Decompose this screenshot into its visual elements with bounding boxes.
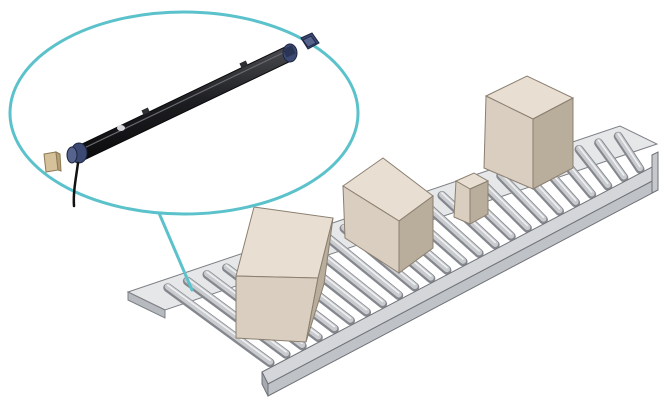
conveyor-front-rail xyxy=(261,151,659,397)
sensor-end-cap-right xyxy=(282,43,298,63)
conveyor-roller xyxy=(321,231,402,298)
conveyor-roller xyxy=(478,178,531,231)
conveyor-roller-highlight xyxy=(323,231,400,294)
conveyor-roller xyxy=(615,132,643,172)
box-front xyxy=(235,206,334,343)
conveyor-roller-highlight xyxy=(167,284,271,362)
sensor-cable xyxy=(72,161,80,208)
box-small xyxy=(453,172,490,225)
sensor-end-cap-left xyxy=(66,142,88,164)
conveyor-roller xyxy=(595,138,627,180)
conveyor-roller-highlight xyxy=(617,133,641,168)
callout-ellipse xyxy=(8,10,360,216)
conveyor-roller-highlight xyxy=(499,172,545,218)
conveyor-roller-highlight xyxy=(578,146,609,185)
sensor-bracket-right xyxy=(300,32,320,50)
callout-leader-line xyxy=(157,211,194,292)
sensor-bar xyxy=(43,32,320,208)
conveyor-roller-highlight xyxy=(597,139,625,176)
conveyor-roller-highlight xyxy=(480,179,529,227)
callout xyxy=(8,10,360,292)
sensor-bracket-left xyxy=(43,151,62,173)
box-middle xyxy=(342,157,434,274)
conveyor-roller xyxy=(164,283,274,365)
conveyor-roller xyxy=(497,171,547,222)
conveyor-roller xyxy=(576,145,611,189)
box-far xyxy=(483,75,575,190)
